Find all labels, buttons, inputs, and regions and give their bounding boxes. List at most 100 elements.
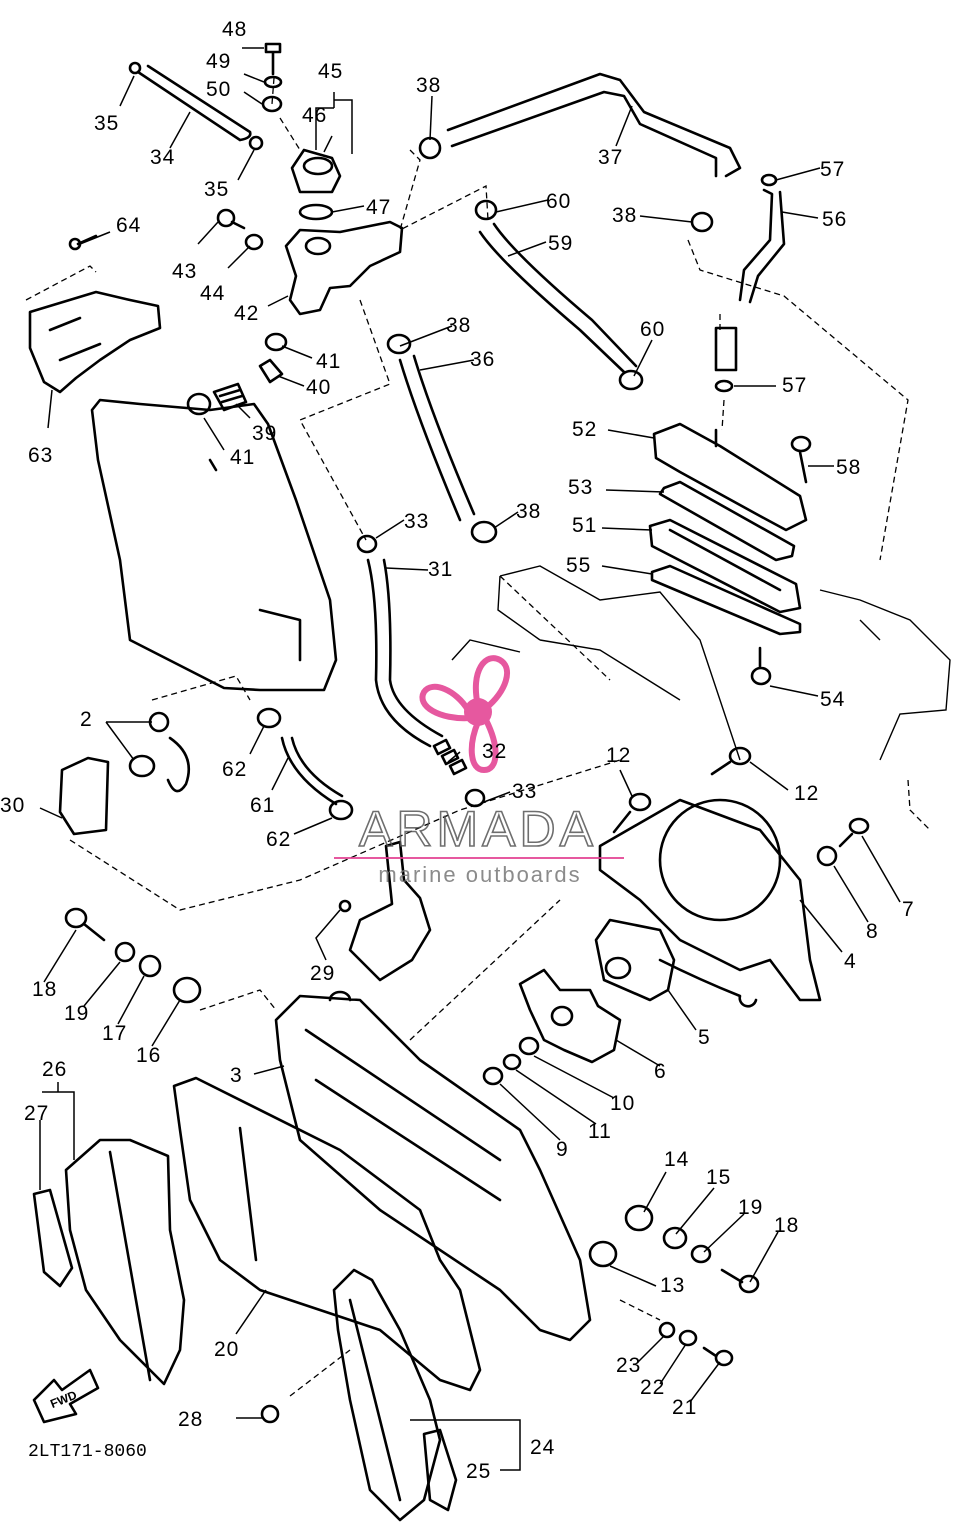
part-17-collar (138, 954, 162, 978)
part-5-wire (658, 958, 758, 1008)
part-5-fan-motor (594, 918, 676, 1002)
fwd-label: FWD (48, 1388, 79, 1411)
part-49-washer (263, 75, 283, 89)
part-35-clip-bottom (248, 135, 264, 151)
part-9-nut (482, 1066, 504, 1086)
callout-26: 26 (42, 1058, 67, 1081)
part-40-hose-joint (258, 358, 284, 384)
callout-22: 22 (640, 1376, 665, 1399)
callout-6: 6 (654, 1060, 667, 1083)
callout-59: 59 (548, 232, 573, 255)
part-21-bolt (702, 1346, 734, 1367)
callout-2: 2 (80, 708, 93, 731)
callout-42: 42 (234, 302, 259, 325)
part-joint-pipe (714, 326, 738, 372)
callout-51: 51 (572, 514, 597, 537)
callout-47: 47 (366, 196, 391, 219)
part-31-hose (366, 558, 444, 748)
part-22-washer (678, 1329, 698, 1347)
part-29-bracket (338, 840, 432, 982)
callout-58: 58 (836, 456, 861, 479)
part-27-plate (32, 1188, 74, 1288)
callout-62-lower: 62 (266, 828, 291, 851)
part-55-gasket (650, 564, 802, 636)
callout-19-left: 19 (64, 1002, 89, 1025)
callout-35-bottom: 35 (204, 178, 229, 201)
callout-3: 3 (230, 1064, 243, 1087)
callout-46: 46 (302, 104, 327, 127)
callout-16: 16 (136, 1044, 161, 1067)
callout-50: 50 (206, 78, 231, 101)
part-38-clamp-a (418, 136, 442, 160)
part-8-washer (816, 845, 838, 867)
callout-39: 39 (252, 422, 277, 445)
part-32-spring (432, 738, 468, 776)
callout-13: 13 (660, 1274, 685, 1297)
callout-38-right: 38 (612, 204, 637, 227)
part-47-o-ring (298, 203, 334, 221)
callout-30: 30 (0, 794, 25, 817)
part-23-washer (658, 1321, 676, 1339)
part-18-bolt-left (64, 907, 106, 942)
part-48-bolt (264, 42, 282, 76)
part-18-bolt-right (720, 1268, 760, 1294)
callout-4: 4 (844, 950, 857, 973)
part-36-hose (398, 354, 476, 522)
part-51-plate (648, 518, 802, 614)
callout-20: 20 (214, 1338, 239, 1361)
callout-49: 49 (206, 50, 231, 73)
callout-24: 24 (530, 1436, 555, 1459)
callout-19-right: 19 (738, 1196, 763, 1219)
callout-labels: 48 49 50 45 46 35 34 35 47 64 43 44 42 4… (0, 18, 915, 1483)
callout-12-left: 12 (606, 744, 631, 767)
callout-62-upper: 62 (222, 758, 247, 781)
callout-17: 17 (102, 1022, 127, 1045)
part-12-bolt-b (710, 746, 752, 776)
part-28-screw (260, 1404, 280, 1424)
callout-21: 21 (672, 1396, 697, 1419)
part-52-cover (652, 422, 808, 532)
part-10-washer (518, 1036, 540, 1056)
callout-45: 45 (318, 60, 343, 83)
part-2-grommet-b (128, 754, 156, 778)
callout-32: 32 (482, 740, 507, 763)
callout-64: 64 (116, 214, 141, 237)
callout-9: 9 (556, 1138, 569, 1161)
part-61-hose (280, 736, 344, 806)
part-3-radiator (274, 990, 592, 1342)
watermark: ARMADA marine outboards (334, 655, 624, 887)
part-26-side-cover (64, 1138, 186, 1386)
part-25-strip (422, 1428, 458, 1512)
part-57-clip-lower (714, 379, 734, 393)
callout-41-lower: 41 (230, 446, 255, 469)
callout-43: 43 (172, 260, 197, 283)
part-38-clamp-d (470, 520, 498, 544)
part-33-clamp-upper (356, 534, 378, 554)
callout-53: 53 (568, 476, 593, 499)
callout-12-right: 12 (794, 782, 819, 805)
part-14-grommet (624, 1204, 654, 1232)
callout-60-lower: 60 (640, 318, 665, 341)
part-53-gasket (658, 480, 796, 562)
callout-33-lower: 33 (512, 780, 537, 803)
callout-8: 8 (866, 920, 879, 943)
callout-35-top: 35 (94, 112, 119, 135)
part-6-fan-blade (518, 968, 622, 1064)
part-37-hose (446, 72, 742, 178)
callout-7: 7 (902, 898, 915, 921)
part-39-pipe (212, 382, 248, 412)
part-41-clamp-upper (264, 332, 288, 352)
part-15-collar (662, 1226, 688, 1250)
callout-40: 40 (306, 376, 331, 399)
callout-38-middle: 38 (446, 314, 471, 337)
part-58-bolt (790, 435, 812, 484)
watermark-brand: ARMADA (359, 801, 597, 857)
callout-11: 11 (588, 1120, 612, 1143)
callout-55: 55 (566, 554, 591, 577)
part-59-hose (478, 222, 638, 374)
part-62-clamp-upper (256, 707, 282, 729)
callout-27: 27 (24, 1102, 49, 1125)
part-38-clamp-b (690, 211, 714, 233)
propeller-logo-icon (419, 655, 511, 774)
